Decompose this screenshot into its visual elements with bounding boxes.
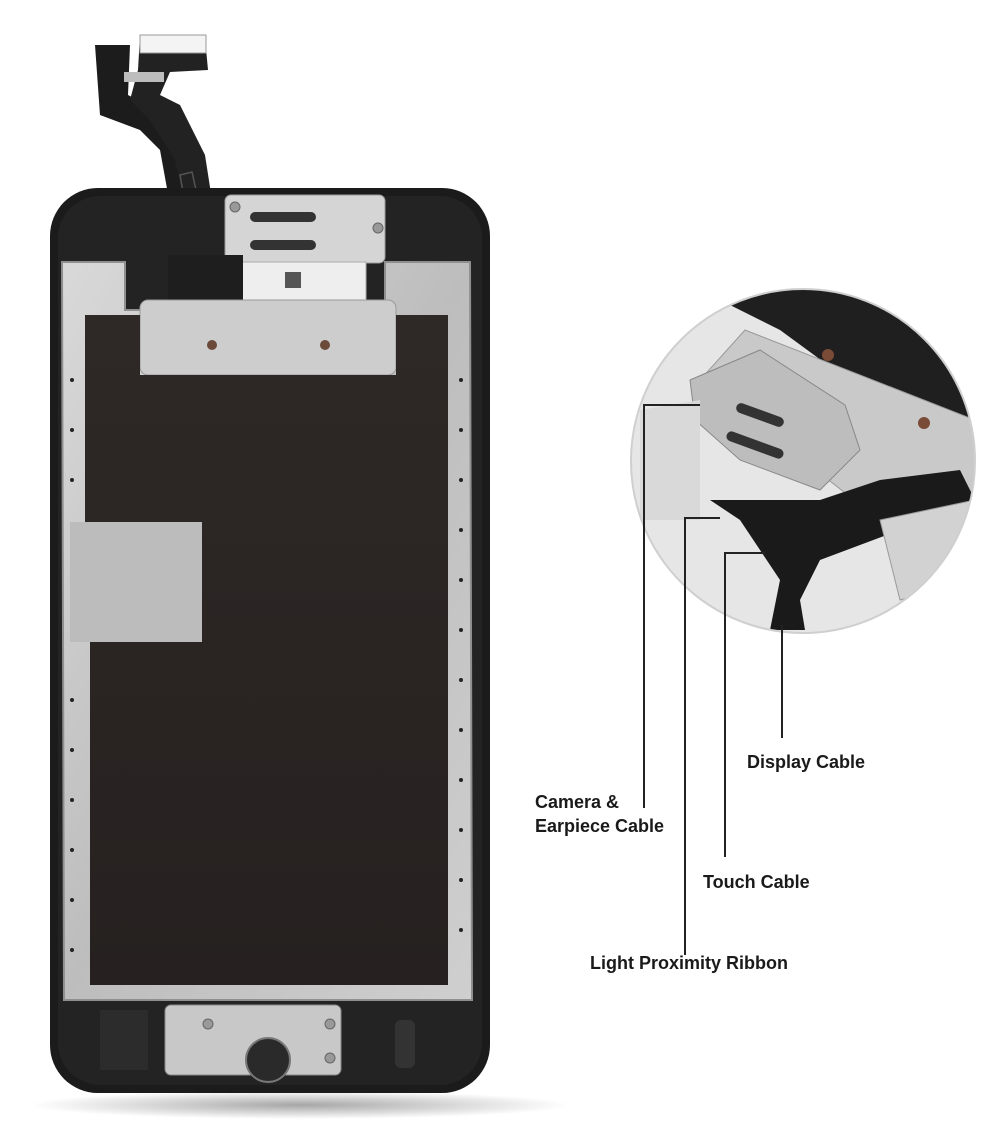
home-button-bracket: [100, 1004, 415, 1083]
callout-light-line: [684, 517, 720, 955]
speaker-grille-icon: [250, 212, 316, 222]
shield-tab: [70, 522, 202, 642]
callout-camera-line: [643, 404, 700, 808]
touch-cable-label: Touch Cable: [703, 872, 810, 892]
display-cable-label: Display Cable: [747, 752, 866, 772]
callout-lines: [643, 404, 783, 955]
callout-touch-line: [724, 552, 765, 857]
top-flex-cable: [95, 34, 212, 205]
screw-icon: [229, 201, 241, 213]
home-button-icon: [245, 1037, 291, 1083]
phone-shadow: [30, 1091, 570, 1119]
earpiece-bracket: [168, 194, 386, 305]
camera-label-line1: Camera &: [535, 792, 620, 812]
screw-icon: [202, 1018, 214, 1030]
camera-earpiece-cable-label: Camera & Earpiece Cable: [535, 790, 664, 838]
camera-label-line2: Earpiece Cable: [535, 816, 665, 836]
shield-holes: [70, 378, 463, 952]
display-back-panel: [85, 315, 448, 985]
light-proximity-ribbon-label: Light Proximity Ribbon: [590, 953, 788, 973]
zoom-inset: [630, 288, 976, 634]
